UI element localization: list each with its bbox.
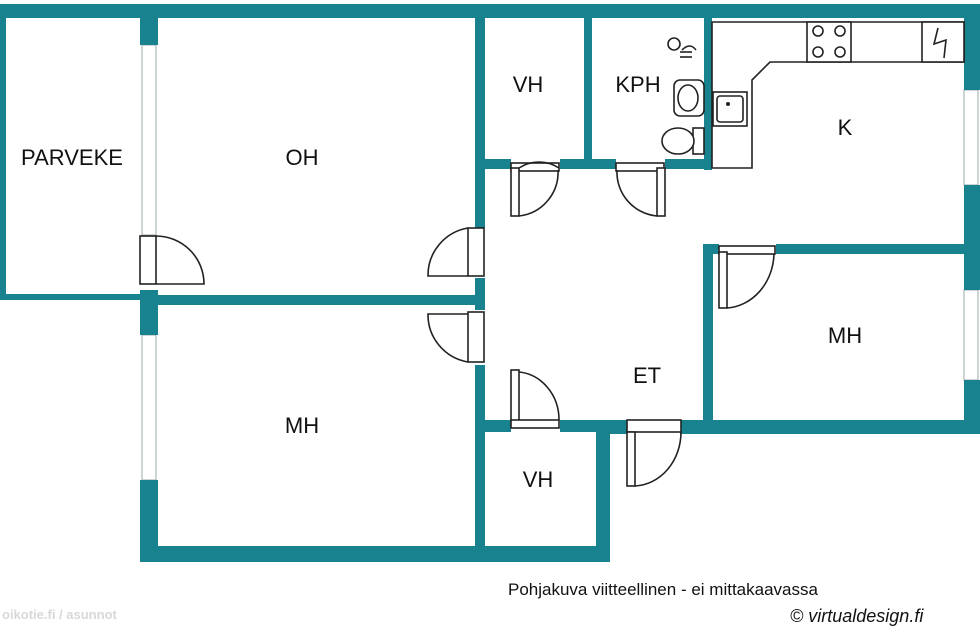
window-bedroom-left [141, 334, 157, 481]
stove-icon [806, 21, 852, 63]
door-entrance [626, 419, 682, 487]
room-label-et: ET [633, 363, 661, 388]
window-bedroom-right [963, 289, 979, 381]
doors [139, 161, 776, 487]
shower-icon [667, 37, 697, 58]
door-bathroom [615, 162, 666, 217]
watermark-text: oikotie.fi / asunnot [2, 607, 117, 622]
room-label-mh-right: MH [828, 323, 862, 348]
door-bedroom-left [427, 311, 485, 363]
toilet-icon [661, 127, 705, 155]
door-closet-bottom [510, 369, 560, 429]
windows [141, 44, 979, 481]
room-label-vh-top: VH [513, 72, 544, 97]
room-label-vh-bottom: VH [523, 467, 554, 492]
room-label-oh: OH [286, 145, 319, 170]
bathroom-fixtures [661, 37, 705, 155]
disclaimer-note: Pohjakuva viitteellinen - ei mittakaavas… [508, 580, 818, 599]
window-kitchen [963, 89, 979, 186]
room-label-mh-left: MH [285, 413, 319, 438]
sink-icon [712, 91, 748, 127]
copyright-text: © virtualdesign.fi [790, 606, 924, 626]
door-closet-top [510, 161, 560, 217]
lightning-icon [921, 21, 965, 63]
door-living-room [427, 227, 485, 277]
room-label-kph: KPH [615, 72, 660, 97]
room-label-k: K [838, 115, 853, 140]
window-balcony [141, 44, 157, 236]
door-balcony [139, 235, 205, 285]
washbasin-icon [673, 79, 705, 117]
walls [0, 4, 980, 562]
door-bedroom-right [718, 245, 776, 309]
room-label-parveke: PARVEKE [21, 145, 123, 170]
kitchen-counter [711, 21, 965, 169]
room-labels: PARVEKE OH VH KPH K MH ET MH VH [21, 72, 862, 492]
